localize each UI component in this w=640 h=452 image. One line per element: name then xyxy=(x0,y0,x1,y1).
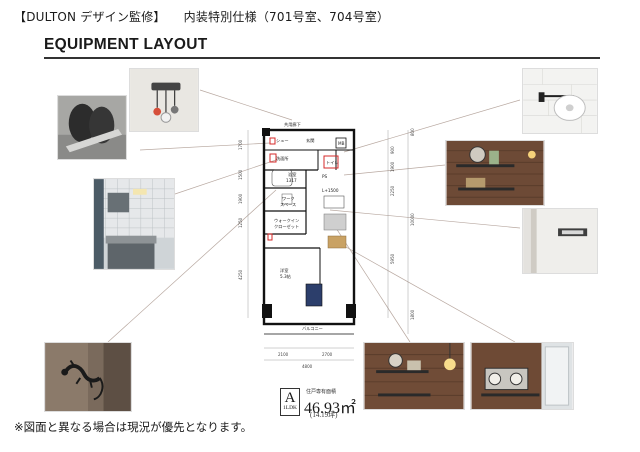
label-toilet: トイレ xyxy=(326,160,339,165)
brand-label: 【DULTON デザイン監修】 xyxy=(14,10,166,24)
area-tsubo: (14.19坪) xyxy=(310,411,338,419)
label-balcony: バルコニー xyxy=(302,326,323,331)
equipment-layout-title: EQUIPMENT LAYOUT xyxy=(44,36,208,53)
gecko-hook-illustration xyxy=(45,343,131,411)
paper-holder-photo xyxy=(522,68,598,134)
slippers-illustration xyxy=(58,96,126,159)
dim-right-5: 10000 xyxy=(410,213,415,226)
label-ldk: L+1500 xyxy=(322,188,339,193)
washroom-illustration xyxy=(94,179,174,269)
dim-right-7: 1800 xyxy=(410,309,415,320)
label-entrance: 玄関 xyxy=(306,137,314,144)
paper-holder-illustration xyxy=(523,69,597,133)
label-bath: 浴室 xyxy=(288,171,296,178)
clock-shelf-illustration xyxy=(446,141,544,205)
dim-bottom-3: 4800 xyxy=(302,364,313,369)
label-bath-size: 1317 xyxy=(286,178,297,183)
door-sign-photo xyxy=(522,208,598,274)
dim-bottom-1: 2100 xyxy=(278,352,289,357)
washroom-photo xyxy=(93,178,175,270)
window-clock-photo xyxy=(470,342,574,410)
title-rule xyxy=(44,57,600,59)
dim-bottom-2: 2700 xyxy=(322,352,333,357)
label-ps: PS xyxy=(322,174,328,179)
dim-right-1: 800 xyxy=(410,128,415,136)
label-mb: MB xyxy=(338,141,345,146)
dim-left-1: 1700 xyxy=(238,139,243,150)
disclaimer-note: ※図面と異なる場合は現況が優先となります。 xyxy=(14,420,253,434)
area-value: 46.93㎡ xyxy=(304,400,357,417)
floor-plan-drawing: 共用廊下 シュー 玄関 MB 洗面所 トイレ PS 浴室 1317 ワーク スペ… xyxy=(238,121,415,369)
dim-left-4: 1250 xyxy=(238,217,243,228)
label-walkin: ウォークイン xyxy=(274,217,299,224)
dim-right-3: 1900 xyxy=(390,161,395,172)
door-sign-illustration xyxy=(523,209,597,273)
dim-left-2: 1500 xyxy=(238,169,243,180)
unit-type-box: A xyxy=(280,388,300,416)
floor-plan: 共用廊下 シュー 玄関 MB 洗面所 トイレ PS 浴室 1317 ワーク スペ… xyxy=(226,108,426,384)
key-hooks-illustration xyxy=(130,69,198,131)
page-header: 【DULTON デザイン監修】 内装特別仕様（701号室、704号室） xyxy=(14,8,389,25)
dim-right-6: 5950 xyxy=(390,253,395,264)
label-shoe: シュー xyxy=(276,138,289,143)
window-clock-illustration xyxy=(471,343,573,409)
label-walkin2: クローゼット xyxy=(274,223,299,230)
dim-right-2: 900 xyxy=(390,146,395,154)
dim-left-3: 1900 xyxy=(238,193,243,204)
key-hooks-photo xyxy=(129,68,199,132)
dim-left-5: 4250 xyxy=(238,269,243,280)
dim-right-4: 2250 xyxy=(390,185,395,196)
unit-type-label: 1LDK xyxy=(282,405,298,411)
label-kyoyo: 共用廊下 xyxy=(284,121,301,128)
shelf-lamp-photo xyxy=(363,342,465,410)
spec-label: 内装特別仕様（701号室、704号室） xyxy=(183,10,390,24)
clock-shelf-photo xyxy=(445,140,545,206)
label-western: 洋室 xyxy=(280,267,288,274)
shelf-lamp-illustration xyxy=(364,343,464,409)
label-work2: スペース xyxy=(280,202,296,207)
slippers-photo xyxy=(57,95,127,160)
area-caption: 住戸専有面積 xyxy=(306,389,337,395)
unit-type-letter: A xyxy=(284,390,296,406)
label-western-size: 5.3帖 xyxy=(280,273,291,280)
label-work: ワーク xyxy=(282,196,295,202)
label-washroom: 洗面所 xyxy=(276,155,289,162)
gecko-hook-photo xyxy=(44,342,132,412)
